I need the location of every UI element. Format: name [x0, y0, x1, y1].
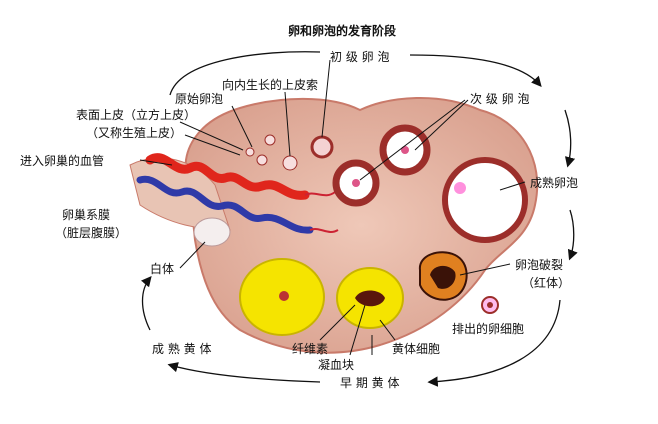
label-ovulated-egg: 排出的卵细胞: [452, 322, 525, 336]
vein: [136, 175, 314, 234]
label-mature-follicle: 成熟卵泡: [530, 176, 579, 190]
cycle-arrows: [141, 51, 578, 387]
arrow-to-albicans: [141, 276, 152, 331]
arrow-early-to-mature-cl: [167, 362, 321, 383]
secondary-follicles: [332, 124, 431, 207]
arrow-secondary-to-mature: [564, 109, 576, 168]
label-surface-epithelium: 表面上皮（立方上皮）: [76, 108, 197, 122]
label-mature-corpus-luteum: 成 熟 黄 体: [152, 342, 212, 356]
label-primary-follicle: 初 级 卵 泡: [330, 50, 390, 64]
arrow-rupture-to-early: [427, 299, 561, 387]
label-secondary-follicle: 次 级 卵 泡: [470, 92, 530, 106]
diagram-title: 卵和卵泡的发育阶段: [288, 24, 397, 38]
label-visceral-peritoneum: （脏层腹膜）: [55, 226, 128, 240]
leader-lines: [139, 59, 526, 356]
corpus-albicans: [193, 217, 231, 247]
label-blood-vessels: 进入卵巢的血管: [20, 154, 105, 168]
label-mesovarium: 卵巢系膜: [62, 208, 111, 222]
primordial-follicles: [245, 134, 298, 171]
label-germinal-epithelium: （又称生殖上皮）: [86, 126, 183, 140]
label-blood-clot: 凝血块: [318, 358, 355, 372]
label-fibrin: 纤维素: [292, 342, 329, 356]
label-corpus-rubrum: （红体）: [522, 276, 571, 290]
artery: [145, 153, 310, 200]
label-corpus-albicans: 白体: [150, 262, 175, 276]
label-early-corpus-luteum: 早 期 黄 体: [340, 376, 400, 390]
arrow-mature-to-rupture: [567, 209, 578, 261]
label-inward-cords: 向内生长的上皮索: [222, 78, 319, 92]
label-primordial-follicle: 原始卵泡: [175, 92, 224, 106]
primary-follicle: [310, 135, 334, 159]
label-lutein-cells: 黄体细胞: [392, 342, 441, 356]
mature-follicle: [442, 157, 528, 243]
label-ruptured-follicle: 卵泡破裂: [515, 258, 564, 272]
arrow-primary-to-secondary: [169, 51, 321, 96]
